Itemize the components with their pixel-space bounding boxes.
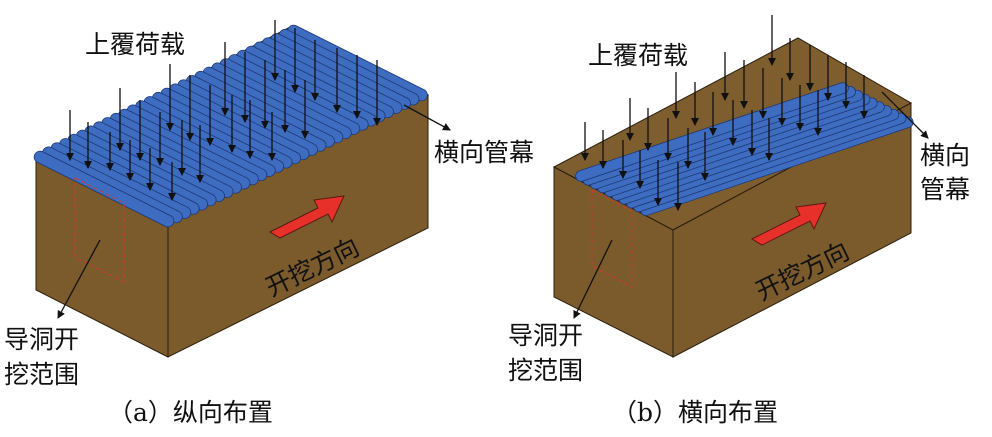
pipe [271, 33, 411, 109]
panel-a-heading-label: 导洞开 [4, 325, 80, 354]
pipe [203, 67, 343, 143]
panel-b-heading-label: 导洞开 [508, 321, 584, 350]
pipe [76, 130, 216, 206]
pipe [640, 117, 913, 216]
pipe [152, 92, 292, 168]
heading-leader [573, 239, 613, 319]
pipe [68, 134, 208, 210]
panel-b-load-label: 上覆荷载 [588, 41, 689, 70]
pipe [119, 109, 258, 185]
heading-outline [74, 177, 125, 283]
panel-b-caption: （b）横向布置 [612, 398, 779, 427]
heading-leader [57, 239, 101, 319]
pipe [626, 109, 899, 208]
panel-a-pipe-roof-label: 横向管幕 [434, 138, 535, 167]
pipe [262, 38, 402, 114]
pipe [590, 90, 863, 189]
pipe [279, 29, 419, 105]
pipe [220, 59, 360, 135]
pipe [186, 75, 326, 151]
pipe [169, 84, 309, 160]
panel-b-heading-label-2: 挖范围 [508, 356, 584, 385]
panel-b-transverse [552, 15, 929, 358]
pipe [604, 98, 877, 197]
excavation-direction-arrow [750, 202, 827, 246]
pipe [102, 117, 242, 193]
pipe [633, 113, 906, 212]
pipe-roof-leader [403, 104, 451, 131]
panel-a-load-label: 上覆荷载 [85, 30, 186, 59]
pipe [144, 96, 284, 172]
pipe [583, 86, 856, 185]
pipe [237, 50, 377, 126]
pipe [211, 63, 351, 139]
pipe [254, 42, 394, 118]
pipe [51, 143, 191, 219]
panel-a-longitudinal [33, 20, 451, 358]
pipe [161, 88, 301, 164]
pipe [110, 113, 250, 189]
pipe [135, 101, 275, 177]
excavation-direction-arrow [268, 195, 345, 239]
panel-a-heading-label-2: 挖范围 [4, 360, 80, 389]
pipe-roof-leader [881, 91, 929, 139]
heading-outline [591, 189, 633, 288]
panel-b-pipe-roof-label-2: 管幕 [920, 175, 971, 204]
pipe [127, 105, 267, 181]
pipe [42, 147, 182, 223]
pipe [85, 126, 225, 202]
panel-b-pipe-roof-label: 横向 [920, 141, 971, 170]
panel-a-caption: （a）纵向布置 [108, 398, 273, 427]
pipe [34, 151, 174, 227]
